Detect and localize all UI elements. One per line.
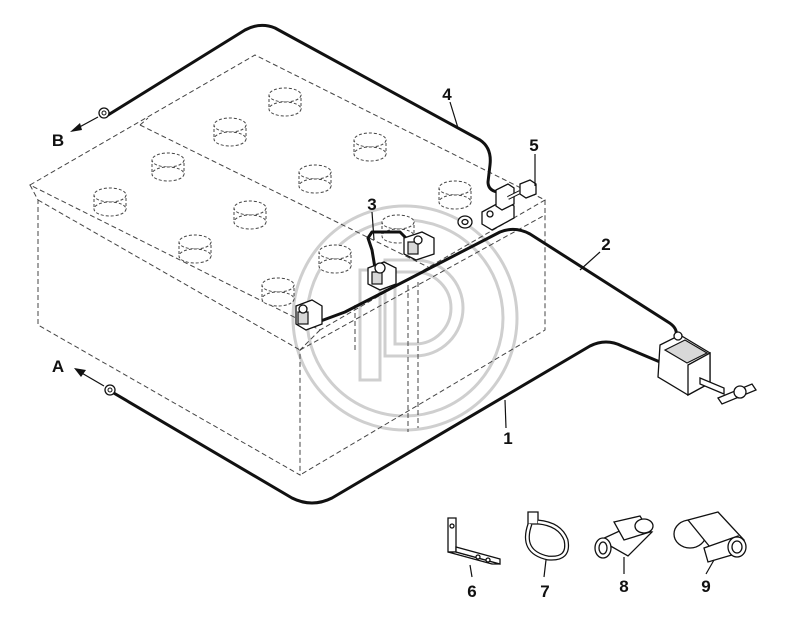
part-7-cable-clamp bbox=[524, 511, 570, 561]
cable-4 bbox=[106, 23, 499, 194]
part-6-bracket bbox=[447, 517, 501, 565]
callout-6: 6 bbox=[467, 582, 476, 601]
callout-2: 2 bbox=[601, 235, 610, 254]
part-8-terminal-cover bbox=[594, 515, 654, 559]
battery-switch bbox=[657, 331, 757, 405]
terminal-clamp-rear bbox=[403, 231, 435, 261]
callout-5: 5 bbox=[529, 136, 538, 155]
cables bbox=[106, 23, 678, 505]
cable-1 bbox=[110, 340, 662, 505]
callout-7: 7 bbox=[540, 582, 549, 601]
battery-box bbox=[28, 54, 547, 476]
part-9-terminal-cover bbox=[673, 511, 747, 563]
terminal-clamp-middle bbox=[367, 261, 397, 291]
terminal-clamp-left bbox=[295, 299, 323, 331]
arrow-b bbox=[70, 116, 99, 132]
cable-lug-b bbox=[98, 107, 110, 119]
callout-b: B bbox=[52, 131, 64, 150]
callout-8: 8 bbox=[619, 577, 628, 596]
bolt-5 bbox=[507, 179, 537, 200]
nut-washer bbox=[457, 215, 473, 229]
callout-9: 9 bbox=[701, 577, 710, 596]
callout-1: 1 bbox=[503, 429, 512, 448]
cable-lug-a bbox=[104, 384, 116, 396]
cable-2 bbox=[316, 227, 678, 338]
arrow-a bbox=[74, 368, 105, 387]
cable-3 bbox=[366, 230, 410, 270]
cell-caps bbox=[93, 87, 472, 307]
terminal-bracket bbox=[481, 183, 515, 231]
callout-3: 3 bbox=[367, 195, 376, 214]
callout-a: A bbox=[52, 357, 64, 376]
callout-4: 4 bbox=[442, 85, 452, 104]
leader-lines bbox=[371, 101, 715, 578]
